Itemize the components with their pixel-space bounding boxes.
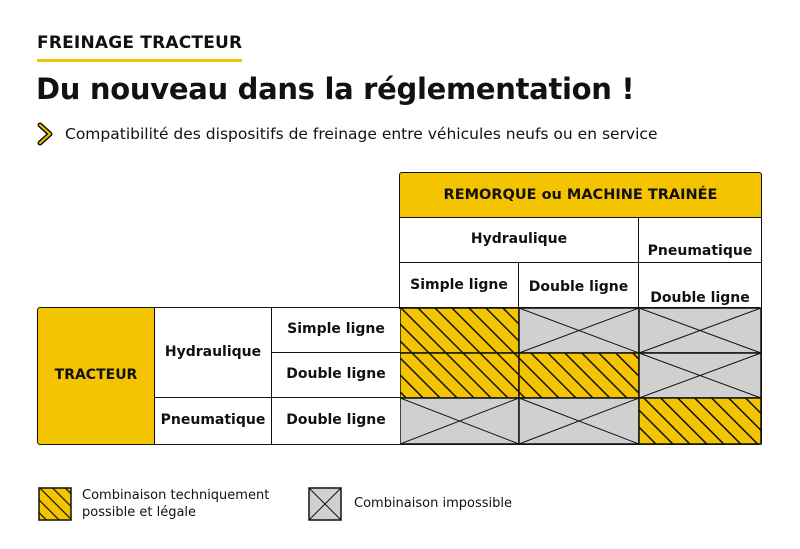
subtitle-text: Compatibilité des dispositifs de freinag… — [65, 125, 658, 143]
tractor-header: TRACTEUR — [38, 308, 155, 444]
matrix-cell-cross-line — [518, 308, 640, 354]
chevron-right-icon — [37, 122, 53, 146]
matrix-cell-cross-line — [400, 397, 520, 445]
trailer-col-double-ligne-pneumatique: Double ligne — [650, 289, 750, 306]
legend-possible-label: Combinaison techniquement possible et lé… — [82, 488, 270, 520]
subtitle-row: Compatibilité des dispositifs de freinag… — [36, 122, 657, 146]
legend-impossible-label: Combinaison impossible — [354, 496, 512, 511]
compatibility-matrix — [400, 308, 762, 445]
matrix-cell-possible — [400, 308, 520, 354]
legend-impossible-swatch — [308, 487, 342, 521]
tractor-row-double-ligne-pneumatique: Double ligne — [286, 412, 386, 429]
matrix-cell-possible — [518, 352, 640, 399]
matrix-cell-possible — [638, 397, 762, 445]
trailer-group-pneumatique: Pneumatique — [639, 218, 761, 263]
tractor-group-hydraulique: Hydraulique — [155, 308, 272, 398]
matrix-cell-cross-line — [638, 352, 762, 399]
matrix-cell-possible — [400, 352, 520, 399]
trailer-col-double-ligne-hydraulique: Double ligne — [519, 263, 639, 308]
trailer-col-simple-ligne: Simple ligne — [400, 263, 519, 308]
page-title: Du nouveau dans la réglementation ! — [36, 72, 635, 106]
tractor-row-double-ligne-hydraulique: Double ligne — [272, 353, 400, 398]
matrix-cell-cross-line — [518, 397, 640, 445]
legend-possible-swatch — [38, 487, 72, 521]
tractor-group-pneumatique: Pneumatique — [155, 398, 272, 444]
trailer-header: REMORQUE ou MACHINE TRAINÉE — [400, 173, 761, 218]
tractor-row-simple-ligne: Simple ligne — [272, 308, 400, 353]
matrix-cell-cross-line — [638, 308, 762, 354]
trailer-group-hydraulique: Hydraulique — [400, 218, 639, 263]
kicker-label: FREINAGE TRACTEUR — [37, 33, 243, 62]
